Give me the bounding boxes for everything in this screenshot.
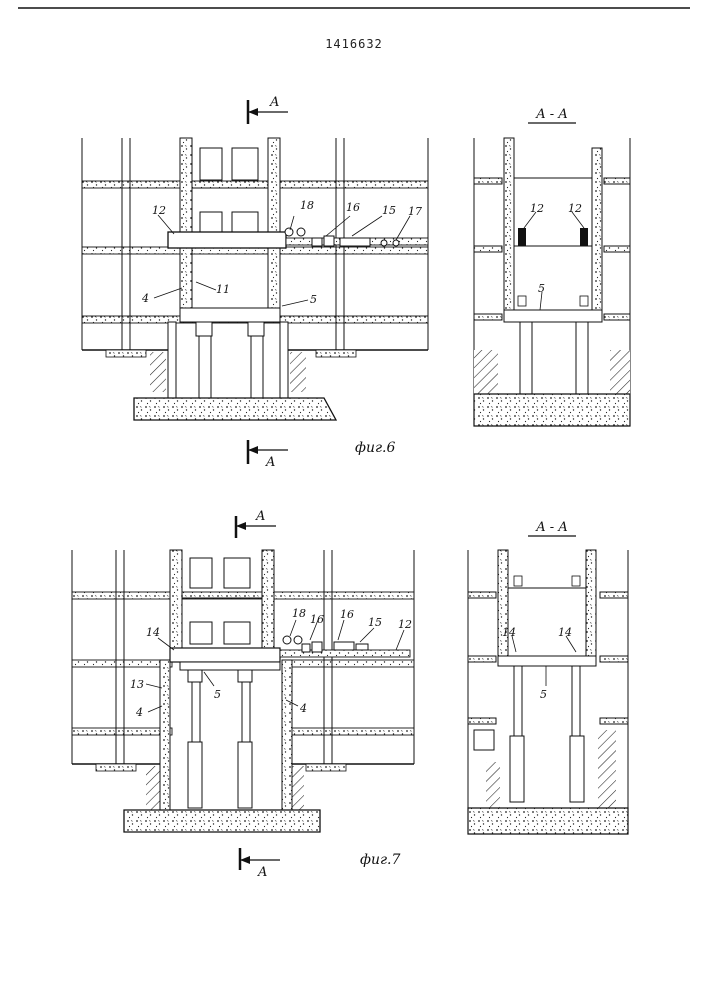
fig7-label-4a: 4	[135, 706, 143, 719]
fig6-label-18: 18	[300, 199, 314, 212]
fig7-foundation	[124, 810, 320, 832]
fig6-label-16: 16	[346, 201, 360, 214]
fig6-elevation: A	[82, 95, 428, 470]
fig7-label-13: 13	[130, 678, 144, 691]
fig7-label-14: 14	[146, 626, 160, 639]
fig7-section-label-5: 5	[540, 688, 547, 701]
fig7-label-12: 12	[398, 618, 412, 631]
fig7-caption: фиг.7	[360, 852, 401, 868]
fig6-shaft-blocks	[192, 148, 268, 232]
fig6-section-view: A - A 12 12 5	[474, 107, 630, 426]
fig6-label-5: 5	[310, 293, 317, 306]
fig6-section-label-5: 5	[538, 282, 545, 295]
fig7-section-letter-top: A	[255, 509, 265, 524]
fig7-section-marker-top: A	[236, 509, 276, 538]
fig7-label-5: 5	[214, 688, 221, 701]
fig7-label-16b: 16	[340, 608, 354, 621]
fig7-shaft-blocks	[182, 558, 262, 648]
fig7-section-label-14a: 14	[502, 626, 516, 639]
fig7-section-label-14b: 14	[558, 626, 572, 639]
fig6-section-title: A - A	[535, 107, 567, 122]
fig6-label-11: 11	[216, 283, 230, 296]
fig7-label-18: 18	[292, 607, 306, 620]
fig6-label-12: 12	[152, 204, 166, 217]
fig6-supports	[180, 308, 280, 398]
fig7-label-4b: 4	[299, 702, 307, 715]
fig6-section-label-12b: 12	[568, 202, 582, 215]
fig6-section-letter-top: A	[269, 95, 279, 110]
fig6-label-4: 4	[141, 292, 149, 305]
fig7-section-letter-bottom: A	[257, 865, 267, 880]
fig6-caption: фиг.6	[355, 440, 396, 456]
fig7-section-marker-bottom: A	[240, 848, 280, 880]
fig6-shaft-walls	[180, 138, 280, 308]
patent-number: 1416632	[325, 37, 383, 51]
fig6-floor-slabs	[82, 181, 428, 323]
fig7-label-16a: 16	[310, 613, 324, 626]
fig7-elevation: A	[72, 509, 414, 880]
fig6-section-label-12a: 12	[530, 202, 544, 215]
fig6-section-marker-bottom: A	[248, 440, 288, 470]
fig7-supports	[180, 662, 280, 808]
fig7-label-15: 15	[368, 616, 382, 629]
fig7-section-title: A - A	[535, 520, 567, 535]
fig6-label-15: 15	[382, 204, 396, 217]
fig6-section-marker-top: A	[248, 95, 288, 124]
fig6-section-letter-bottom: A	[265, 455, 275, 470]
fig7-shaft-walls	[160, 550, 292, 810]
fig7-section-view: A - A 14 14 5	[468, 520, 628, 834]
fig6-label-17: 17	[408, 205, 422, 218]
